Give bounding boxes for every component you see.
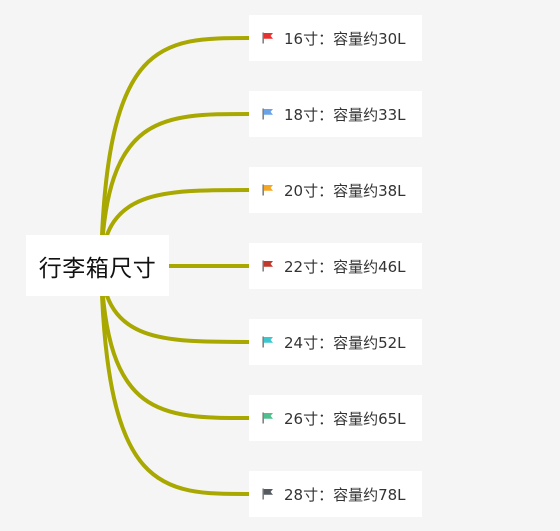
connector-line: [99, 263, 251, 420]
flag-icon: [262, 412, 274, 424]
child-topic-label: 26寸：容量约65L: [284, 409, 406, 428]
flag-icon: [262, 108, 274, 120]
flag-icon: [262, 336, 274, 348]
flag-icon: [262, 488, 274, 500]
child-topic-24[interactable]: 24寸：容量约52L: [249, 319, 422, 365]
child-topic-label: 28寸：容量约78L: [284, 485, 406, 504]
root-topic[interactable]: 行李箱尺寸: [26, 235, 169, 296]
child-topic-label: 18寸：容量约33L: [284, 105, 406, 124]
child-topic-label: 16寸：容量约30L: [284, 29, 406, 48]
child-topic-28[interactable]: 28寸：容量约78L: [249, 471, 422, 517]
child-topic-22[interactable]: 22寸：容量约46L: [249, 243, 422, 289]
root-topic-label: 行李箱尺寸: [38, 255, 157, 282]
child-topic-20[interactable]: 20寸：容量约38L: [249, 167, 422, 213]
connector-line: [99, 112, 251, 267]
child-topic-label: 24寸：容量约52L: [284, 333, 406, 352]
child-topic-16[interactable]: 16寸：容量约30L: [249, 15, 422, 61]
connector-line: [99, 36, 251, 267]
flag-icon: [262, 184, 274, 196]
child-topic-label: 20寸：容量约38L: [284, 181, 406, 200]
child-topic-label: 22寸：容量约46L: [284, 257, 406, 276]
child-topic-18[interactable]: 18寸：容量约33L: [249, 91, 422, 137]
flag-icon: [262, 260, 274, 272]
connector-line: [99, 263, 251, 496]
child-topic-26[interactable]: 26寸：容量约65L: [249, 395, 422, 441]
flag-icon: [262, 32, 274, 44]
